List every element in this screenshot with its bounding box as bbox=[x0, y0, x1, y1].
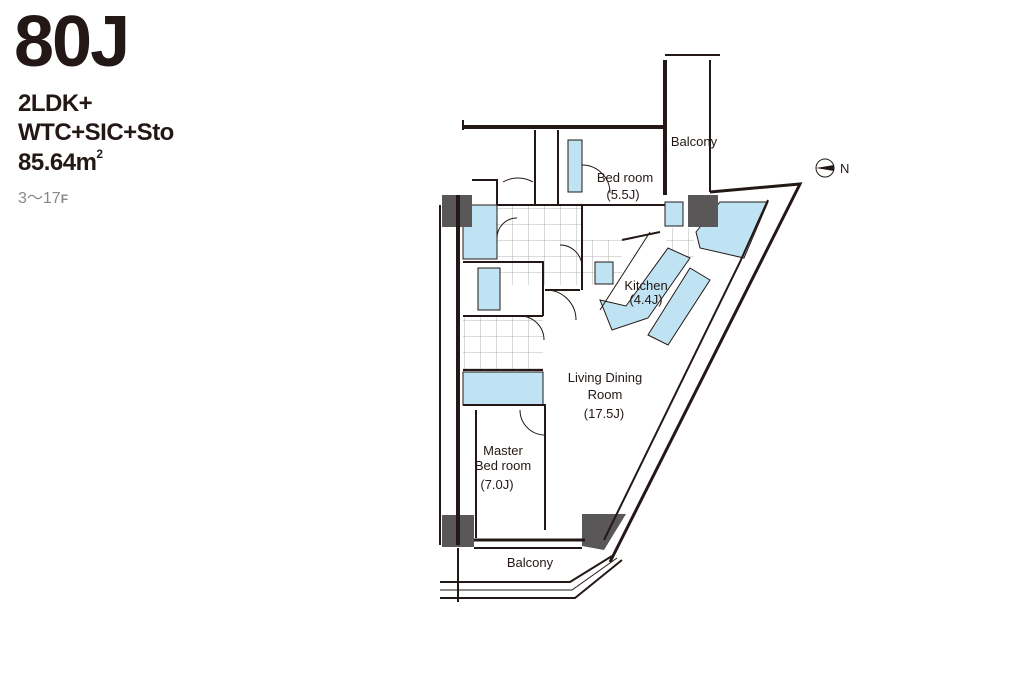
compass-north-label: N bbox=[840, 161, 849, 176]
floors-range: 3～17 bbox=[18, 190, 61, 207]
ldk-size: (17.5J) bbox=[584, 406, 624, 421]
kitchen-size: (4.4J) bbox=[629, 292, 662, 307]
door-hall bbox=[545, 289, 577, 321]
floors-suffix: F bbox=[60, 192, 69, 206]
area-value: 85.64 bbox=[18, 149, 76, 176]
sink-toilet bbox=[594, 261, 614, 285]
layout-type: 2LDK+ bbox=[18, 90, 93, 117]
kitchen-label: Kitchen bbox=[624, 278, 667, 293]
kitchen-island-fixture bbox=[647, 267, 711, 346]
storage-master bbox=[462, 371, 544, 406]
walls bbox=[439, 54, 803, 602]
column-top-right bbox=[688, 195, 718, 227]
storage-types: WTC+SIC+Sto bbox=[18, 119, 174, 146]
kitchen-counter-fixture bbox=[599, 247, 691, 331]
floor-range: 3～17F bbox=[18, 191, 68, 207]
area-unit-sup: 2 bbox=[96, 147, 103, 161]
column-bottom-right bbox=[582, 514, 626, 550]
unit-code: 80J bbox=[14, 2, 130, 82]
closet-fixture-bedroom bbox=[567, 139, 583, 193]
master-size: (7.0J) bbox=[480, 477, 513, 492]
bath-tub bbox=[477, 267, 501, 311]
floor-area: 85.64m2 bbox=[18, 148, 103, 175]
bedroom-label: Bed room bbox=[597, 170, 653, 185]
door-entry bbox=[502, 177, 534, 183]
ldk-label-line2: Room bbox=[588, 387, 623, 402]
area-unit: m bbox=[75, 149, 97, 176]
master-label-line2: Bed room bbox=[475, 458, 531, 473]
door-master bbox=[519, 409, 546, 436]
door-wash bbox=[496, 217, 518, 239]
door-swings bbox=[496, 164, 611, 436]
master-label-line1: Master bbox=[483, 443, 523, 458]
door-toilet bbox=[559, 244, 583, 268]
balcony-top-label: Balcony bbox=[671, 134, 718, 149]
door-bedroom bbox=[581, 164, 611, 194]
closet-fixture-balcony bbox=[664, 201, 684, 227]
door-bath bbox=[519, 315, 545, 341]
ldk-label-line1: Living Dining bbox=[568, 370, 642, 385]
bedroom-size: (5.5J) bbox=[606, 187, 639, 202]
compass: N bbox=[815, 158, 849, 178]
balcony-bottom-label: Balcony bbox=[507, 555, 554, 570]
fixtures bbox=[462, 139, 769, 406]
